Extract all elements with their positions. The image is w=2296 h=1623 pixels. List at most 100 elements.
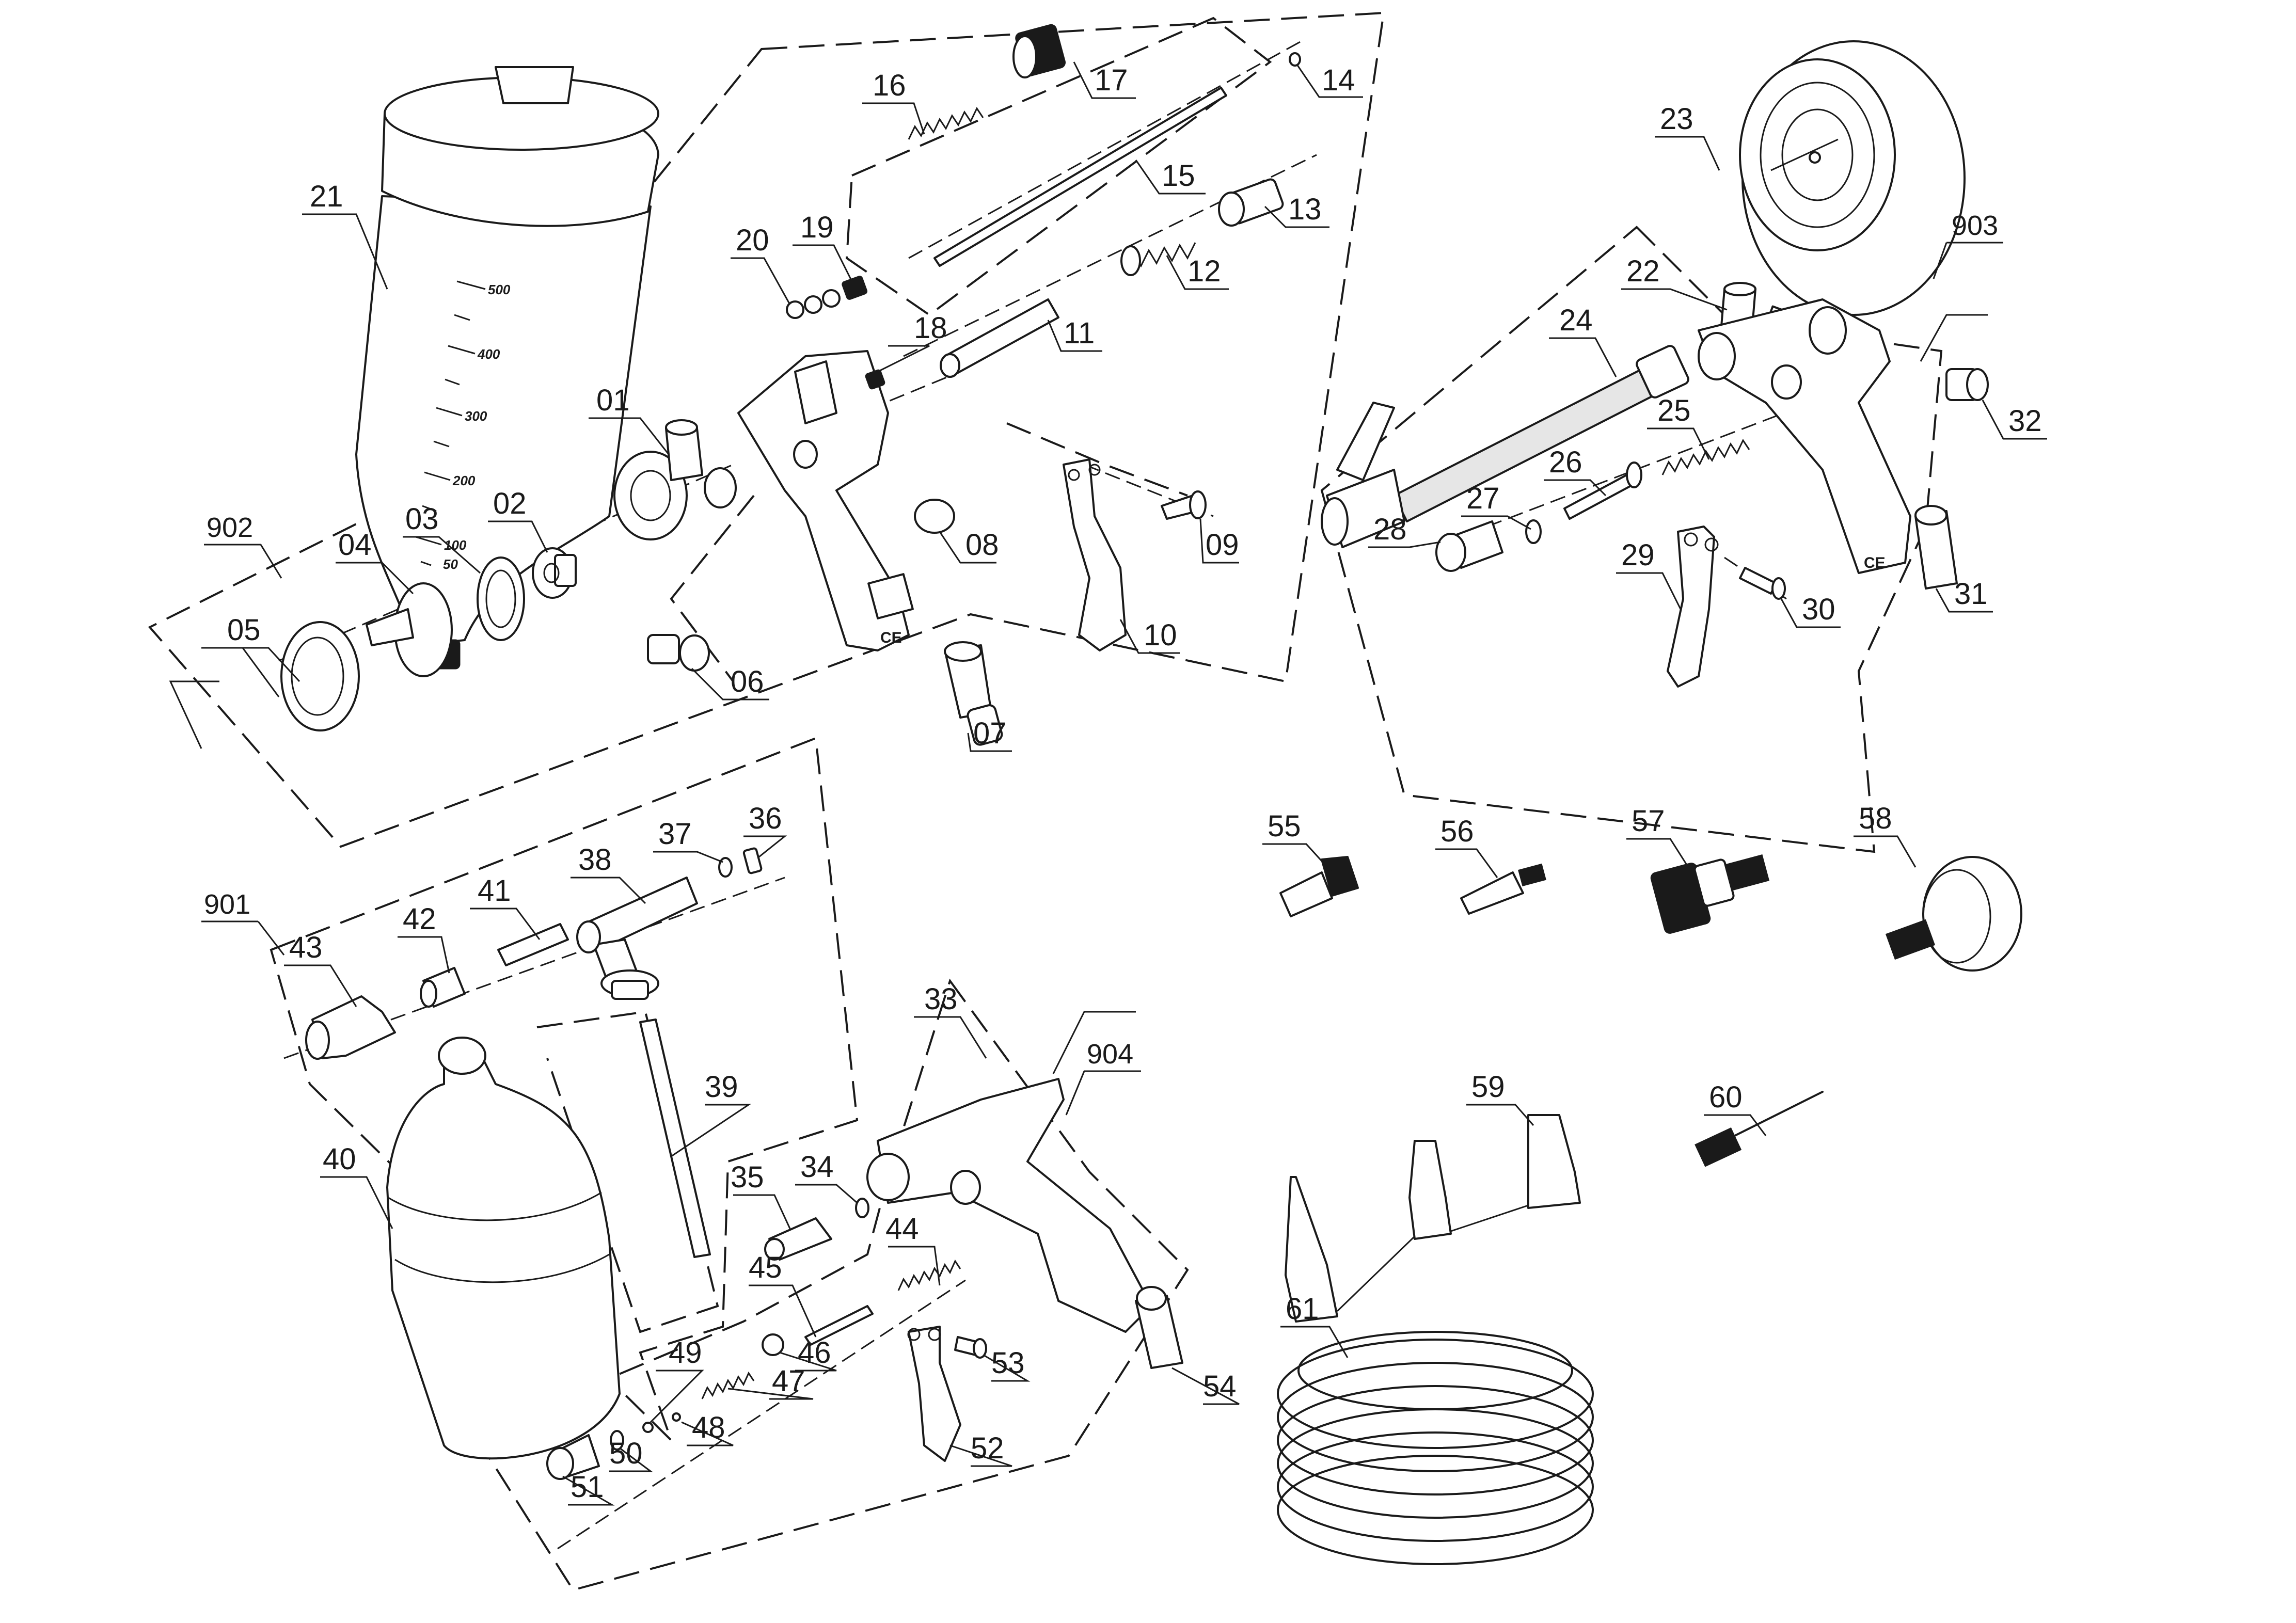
part-51-valve[interactable] <box>546 1434 600 1480</box>
label-23: 23 <box>1660 102 1693 136</box>
label-53: 53 <box>991 1346 1025 1380</box>
part-29-trigger[interactable] <box>1667 526 1719 688</box>
part-04-air-cap[interactable] <box>366 582 453 677</box>
part-13-fitting[interactable] <box>1218 178 1284 227</box>
trigger-subgroup-boundary <box>1006 422 1188 497</box>
group-labels: 902 903 901 904 <box>201 210 2003 1116</box>
svg-text:50: 50 <box>443 556 458 572</box>
part-35-nozzle[interactable] <box>764 1217 832 1261</box>
part-05-cap-nut[interactable] <box>280 621 360 731</box>
needle-subgroup-boundary <box>845 17 1272 316</box>
part-45-valve-stem[interactable] <box>804 1305 874 1346</box>
part-23-pressure-gauge[interactable] <box>1739 40 1966 351</box>
label-03: 03 <box>405 502 439 536</box>
part-43-nipple[interactable] <box>305 995 396 1060</box>
part-20-washers[interactable] <box>786 289 841 319</box>
part-48-ring[interactable] <box>672 1412 681 1422</box>
label-15: 15 <box>1162 159 1195 193</box>
group-902-inner-boundary <box>670 495 755 682</box>
part-57-adapter[interactable] <box>1650 854 1770 934</box>
part-61-air-hose[interactable] <box>1277 1331 1594 1565</box>
label-49: 49 <box>669 1336 702 1370</box>
label-59: 59 <box>1471 1070 1505 1104</box>
part-labels: 21 20 19 18 16 17 14 15 13 12 11 01 02 0… <box>227 63 2042 1504</box>
part-34-washer[interactable] <box>855 1198 869 1218</box>
part-47-spring[interactable] <box>701 1371 755 1399</box>
part-39-suction-pipe[interactable] <box>639 1019 711 1258</box>
label-47: 47 <box>772 1364 805 1398</box>
part-46-washer[interactable] <box>762 1333 784 1356</box>
part-19-screw[interactable] <box>842 276 868 300</box>
part-33-gun-body[interactable] <box>866 1078 1152 1333</box>
label-33: 33 <box>924 982 958 1016</box>
part-14-o-ring[interactable] <box>1289 52 1301 67</box>
part-44-spring[interactable] <box>897 1259 961 1291</box>
part-26-valve-stem[interactable] <box>1563 462 1642 520</box>
part-58-valve-adapter[interactable] <box>1885 856 2022 972</box>
label-22: 22 <box>1626 254 1660 288</box>
part-03-spreader-ring[interactable] <box>477 556 525 641</box>
label-08: 08 <box>965 528 999 562</box>
part-01-gun-body[interactable]: CE <box>613 350 914 651</box>
label-52: 52 <box>971 1431 1004 1465</box>
part-59-nozzle-set[interactable] <box>1285 1114 1581 1323</box>
label-04: 04 <box>338 528 372 562</box>
part-09-trigger-pin[interactable] <box>1161 490 1207 520</box>
label-46: 46 <box>798 1336 831 1370</box>
part-49-ring[interactable] <box>642 1422 654 1433</box>
label-43: 43 <box>289 931 323 964</box>
part-18-set-screw[interactable] <box>865 369 885 390</box>
part-32-plug[interactable] <box>1945 368 1989 401</box>
label-18: 18 <box>914 311 947 345</box>
part-25-spring[interactable] <box>1661 438 1750 475</box>
leader-lines <box>169 61 2047 1506</box>
svg-text:500: 500 <box>488 282 511 297</box>
label-38: 38 <box>578 843 612 877</box>
part-17-adjustment-knob[interactable] <box>1012 24 1066 78</box>
part-53-pin[interactable] <box>954 1336 987 1359</box>
part-06-regulator[interactable] <box>647 634 710 672</box>
label-group-901: 901 <box>204 889 250 920</box>
part-41-tube[interactable] <box>497 923 569 966</box>
part-31-air-connector[interactable] <box>1914 505 1958 590</box>
part-42-coupling[interactable] <box>420 967 466 1008</box>
part-40-container[interactable] <box>386 1037 621 1460</box>
label-34: 34 <box>800 1150 834 1184</box>
part-12-spring[interactable] <box>1120 242 1196 276</box>
part-02-nozzle[interactable] <box>532 547 577 599</box>
part-16-needle-spring[interactable] <box>908 106 984 140</box>
part-08-plug[interactable] <box>914 499 955 534</box>
label-13: 13 <box>1288 193 1322 226</box>
part-55-blow-nozzle[interactable] <box>1279 856 1359 917</box>
label-28: 28 <box>1373 513 1407 546</box>
part-24-chuck-hose[interactable] <box>1321 344 1690 548</box>
part-52-trigger[interactable] <box>907 1326 961 1462</box>
part-54-air-connector[interactable] <box>1135 1286 1183 1369</box>
label-10: 10 <box>1144 618 1177 652</box>
label-25: 25 <box>1657 394 1691 427</box>
label-02: 02 <box>493 487 527 520</box>
label-36: 36 <box>749 802 782 835</box>
part-07-air-connector[interactable] <box>944 641 1003 746</box>
label-42: 42 <box>403 902 436 936</box>
label-16: 16 <box>873 69 906 102</box>
part-27-o-ring[interactable] <box>1525 519 1542 544</box>
part-36-nut[interactable] <box>742 847 763 874</box>
part-50-o-ring[interactable] <box>610 1430 624 1451</box>
part-38-tee-fitting[interactable] <box>576 877 698 1000</box>
label-07: 07 <box>973 717 1007 750</box>
label-21: 21 <box>310 180 343 213</box>
part-56-tapered-nozzle[interactable] <box>1460 863 1546 915</box>
part-15-needle[interactable] <box>933 87 1227 267</box>
part-30-pin[interactable] <box>1739 567 1786 600</box>
label-48: 48 <box>692 1411 725 1444</box>
label-32: 32 <box>2008 404 2042 438</box>
part-60-ball-needle[interactable] <box>1695 1091 1824 1167</box>
label-29: 29 <box>1621 538 1655 572</box>
part-11-piston[interactable] <box>940 298 1059 378</box>
label-31: 31 <box>1954 577 1988 611</box>
part-10-trigger[interactable] <box>1063 458 1127 651</box>
part-903-inflator-body[interactable]: CE <box>1698 298 1911 574</box>
part-28-valve[interactable] <box>1435 520 1503 572</box>
